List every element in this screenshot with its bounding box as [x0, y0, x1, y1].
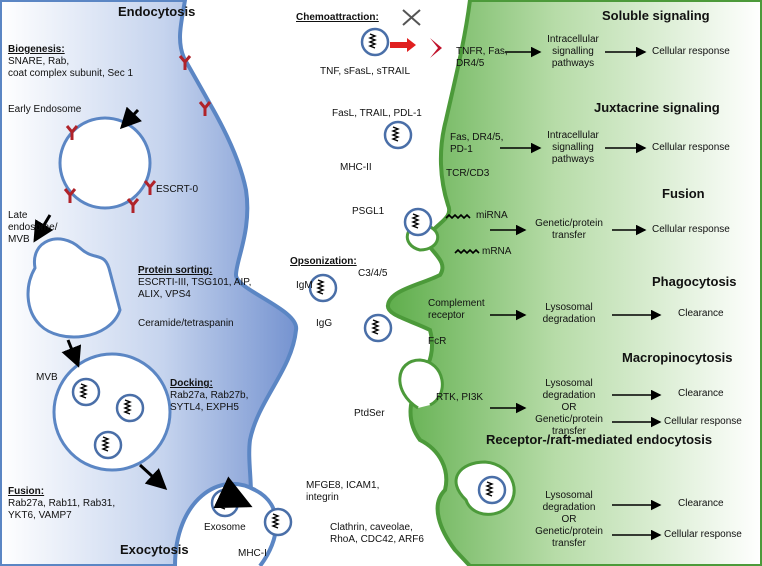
lyso-or-2e: transfer [552, 538, 586, 549]
lyso-or-2a: Lysosomal [545, 490, 593, 501]
tnfr-text-2: DR4/5 [456, 58, 485, 69]
biogenesis-text-1: SNARE, Rab, [8, 56, 70, 67]
lyso-or-1a: Lysosomal [545, 378, 593, 389]
complement-text-2: receptor [428, 310, 465, 321]
exocytosis-title: Exocytosis [120, 542, 189, 557]
protein-sorting-heading: Protein sorting: [138, 265, 213, 276]
cellular-response-4: Cellular response [664, 416, 742, 427]
protein-sorting-text-1: ESCRTI-III, TSG101, AIP, [138, 277, 252, 288]
section-receptor-raft-endocytosis: Receptor-/raft-mediated endocytosis [486, 432, 713, 447]
lyso-or-1e: transfer [552, 426, 586, 437]
endocytosis-title: Endocytosis [118, 4, 196, 19]
mrna-label: mRNA [482, 246, 512, 257]
tnfr-text-1: TNFR, Fas, [456, 46, 508, 57]
mvb-label: MVB [36, 372, 58, 383]
genetic-transfer-1b: transfer [552, 230, 586, 241]
ceramide-label: Ceramide/tetraspanin [138, 318, 234, 329]
clathrin-text-2: RhoA, CDC42, ARF6 [330, 534, 424, 545]
late-endosome-label-2: endosome/ [8, 222, 58, 233]
chemoattraction-heading: Chemoattraction: [296, 12, 379, 23]
section-macropinocytosis: Macropinocytosis [622, 350, 733, 365]
clearance-2: Clearance [678, 388, 724, 399]
c345-label: C3/4/5 [358, 268, 388, 279]
docking-text-1: Rab27a, Rab27b, [170, 390, 249, 401]
recipient-cell [386, 0, 762, 566]
opsonization-heading: Opsonization: [290, 256, 357, 267]
fas-text-1: Fas, DR4/5, [450, 132, 504, 143]
lysosomal-1b: degradation [542, 314, 596, 325]
intracellular-2c: pathways [551, 154, 595, 165]
late-endosome-label-3: MVB [8, 234, 30, 245]
late-endosome-mvb [26, 237, 122, 339]
fusion-left-text-2: YKT6, VAMP7 [8, 510, 72, 521]
lyso-or-2c: OR [561, 514, 577, 525]
fusion-left-heading: Fusion: [8, 486, 45, 497]
clathrin-text-1: Clathrin, caveolae, [330, 522, 413, 533]
juxta-ligands: FasL, TRAIL, PDL-1 [332, 108, 422, 119]
fcr-label: FcR [428, 336, 447, 347]
ptdser-label: PtdSer [354, 408, 385, 419]
early-endosome [58, 116, 152, 210]
lyso-or-1c: OR [561, 402, 577, 413]
docking-heading: Docking: [170, 378, 213, 389]
early-endosome-label: Early Endosome [8, 104, 82, 115]
section-fusion: Fusion [662, 186, 705, 201]
docking-text-2: SYTL4, EXPH5 [170, 402, 239, 413]
tcr-label: TCR/CD3 [446, 168, 490, 179]
genetic-transfer-1a: Genetic/protein [535, 218, 603, 229]
complement-text-1: Complement [428, 298, 485, 309]
exosome-label: Exosome [204, 522, 246, 533]
mhc1-label: MHC-I [238, 548, 267, 559]
section-juxtacrine-signaling: Juxtacrine signaling [594, 100, 720, 115]
rtk-label: RTK, PI3K [436, 392, 484, 403]
lyso-or-1d: Genetic/protein [535, 414, 603, 425]
escrt0-label: ESCRT-0 [156, 184, 199, 195]
biogenesis-text-2: coat complex subunit, Sec 1 [8, 68, 134, 79]
protein-sorting-text-2: ALIX, VPS4 [138, 289, 191, 300]
mirna-label: miRNA [476, 210, 508, 221]
intracellular-2b: signalling [552, 142, 594, 153]
section-soluble-signaling: Soluble signaling [602, 8, 710, 23]
late-endosome-label-1: Late [8, 210, 28, 221]
section-phagocytosis: Phagocytosis [652, 274, 737, 289]
mfge8-text-2: integrin [306, 492, 339, 503]
igg-label: IgG [316, 318, 333, 329]
psgl1-label: PSGL1 [352, 206, 385, 217]
fas-text-2: PD-1 [450, 144, 473, 155]
intracellular-1c: pathways [551, 58, 595, 69]
biogenesis-heading: Biogenesis: [8, 44, 65, 55]
lysosomal-1a: Lysosomal [545, 302, 593, 313]
intracellular-2a: Intracellular [547, 130, 599, 141]
cellular-response-2: Cellular response [652, 142, 730, 153]
clearance-1: Clearance [678, 308, 724, 319]
fusion-left-text-1: Rab27a, Rab11, Rab31, [8, 498, 116, 509]
lyso-or-2b: degradation [542, 502, 596, 513]
intracellular-1b: signalling [552, 46, 594, 57]
lyso-or-2d: Genetic/protein [535, 526, 603, 537]
clearance-3: Clearance [678, 498, 724, 509]
cellular-response-1: Cellular response [652, 46, 730, 57]
intracellular-1a: Intracellular [547, 34, 599, 45]
igm-label: IgM [296, 280, 313, 291]
mfge8-text-1: MFGE8, ICAM1, [306, 480, 380, 491]
lyso-or-1b: degradation [542, 390, 596, 401]
cellular-response-3: Cellular response [652, 224, 730, 235]
mhc2-label: MHC-II [340, 162, 372, 173]
cellular-response-5: Cellular response [664, 529, 742, 540]
chemo-ligands: TNF, sFasL, sTRAIL [320, 66, 411, 77]
